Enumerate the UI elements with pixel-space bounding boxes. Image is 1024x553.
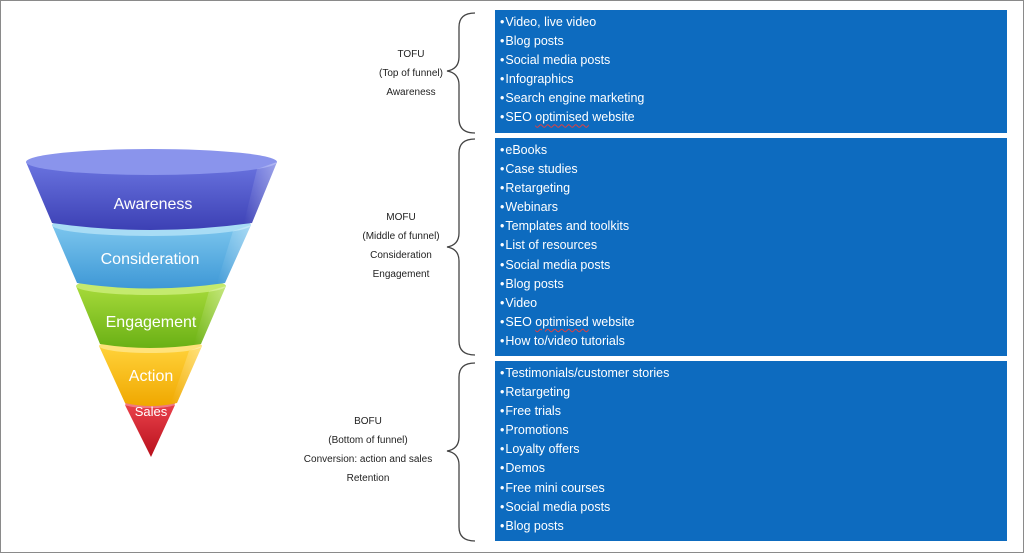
bofu-stage-2: Retention	[346, 473, 390, 484]
tofu-stage: Awareness	[386, 87, 436, 98]
tofu-item: Blog posts	[500, 32, 1007, 51]
mofu-item: Webinars	[500, 198, 1007, 217]
mofu-item: Templates and toolkits	[500, 217, 1007, 236]
bofu-item: Testimonials/customer stories	[500, 364, 1007, 383]
bofu-stage-1: Conversion: action and sales	[303, 454, 433, 465]
tofu-item: SEO optimised website	[500, 108, 1007, 127]
mofu-title: MOFU	[386, 212, 416, 223]
brace-mofu	[446, 138, 476, 356]
tofu-subtitle: (Top of funnel)	[379, 68, 443, 79]
funnel-label-consideration: Consideration	[101, 251, 200, 268]
tofu-item: Infographics	[500, 70, 1007, 89]
mofu-stage-1: Consideration	[370, 250, 432, 261]
mofu-item: Retargeting	[500, 179, 1007, 198]
tofu-title: TOFU	[397, 49, 425, 60]
mofu-item: SEO optimised website	[500, 313, 1007, 332]
tofu-item: Social media posts	[500, 51, 1007, 70]
stage-info-bofu: BOFU (Bottom of funnel) Conversion: acti…	[287, 412, 449, 488]
bofu-item: Promotions	[500, 421, 1007, 440]
mofu-item: How to/video tutorials	[500, 332, 1007, 351]
stage-info-mofu: MOFU (Middle of funnel) Consideration En…	[341, 208, 461, 284]
bofu-item: Social media posts	[500, 498, 1007, 517]
brace-tofu	[446, 12, 476, 134]
mofu-item: Video	[500, 294, 1007, 313]
tofu-item: Video, live video	[500, 13, 1007, 32]
bofu-item: Loyalty offers	[500, 440, 1007, 459]
bofu-item: Free trials	[500, 402, 1007, 421]
mofu-subtitle: (Middle of funnel)	[362, 231, 440, 242]
funnel-stage-sales: Sales	[125, 400, 175, 457]
funnel-label-sales: Sales	[135, 404, 168, 419]
bofu-title: BOFU	[354, 416, 382, 427]
mofu-item: eBooks	[500, 141, 1007, 160]
funnel-label-action: Action	[129, 368, 173, 385]
bofu-item: Free mini courses	[500, 479, 1007, 498]
mofu-item: List of resources	[500, 236, 1007, 255]
bofu-item: Blog posts	[500, 517, 1007, 536]
mofu-item: Case studies	[500, 160, 1007, 179]
mofu-item: Blog posts	[500, 275, 1007, 294]
bofu-item: Demos	[500, 459, 1007, 478]
funnel-label-engagement: Engagement	[106, 314, 197, 331]
stage-info-tofu: TOFU (Top of funnel) Awareness	[351, 45, 471, 102]
brace-bofu	[446, 362, 476, 542]
mofu-item: Social media posts	[500, 256, 1007, 275]
funnel-stage-awareness: Awareness	[26, 149, 277, 230]
bofu-item: Retargeting	[500, 383, 1007, 402]
funnel-label-awareness: Awareness	[114, 196, 193, 213]
content-box-mofu: eBooks Case studies Retargeting Webinars…	[495, 138, 1007, 356]
content-box-bofu: Testimonials/customer stories Retargetin…	[495, 361, 1007, 541]
bofu-subtitle: (Bottom of funnel)	[328, 435, 408, 446]
content-box-tofu: Video, live video Blog posts Social medi…	[495, 10, 1007, 133]
mofu-stage-2: Engagement	[372, 269, 430, 280]
funnel-stage-action: Action	[99, 339, 202, 406]
tofu-item: Search engine marketing	[500, 89, 1007, 108]
